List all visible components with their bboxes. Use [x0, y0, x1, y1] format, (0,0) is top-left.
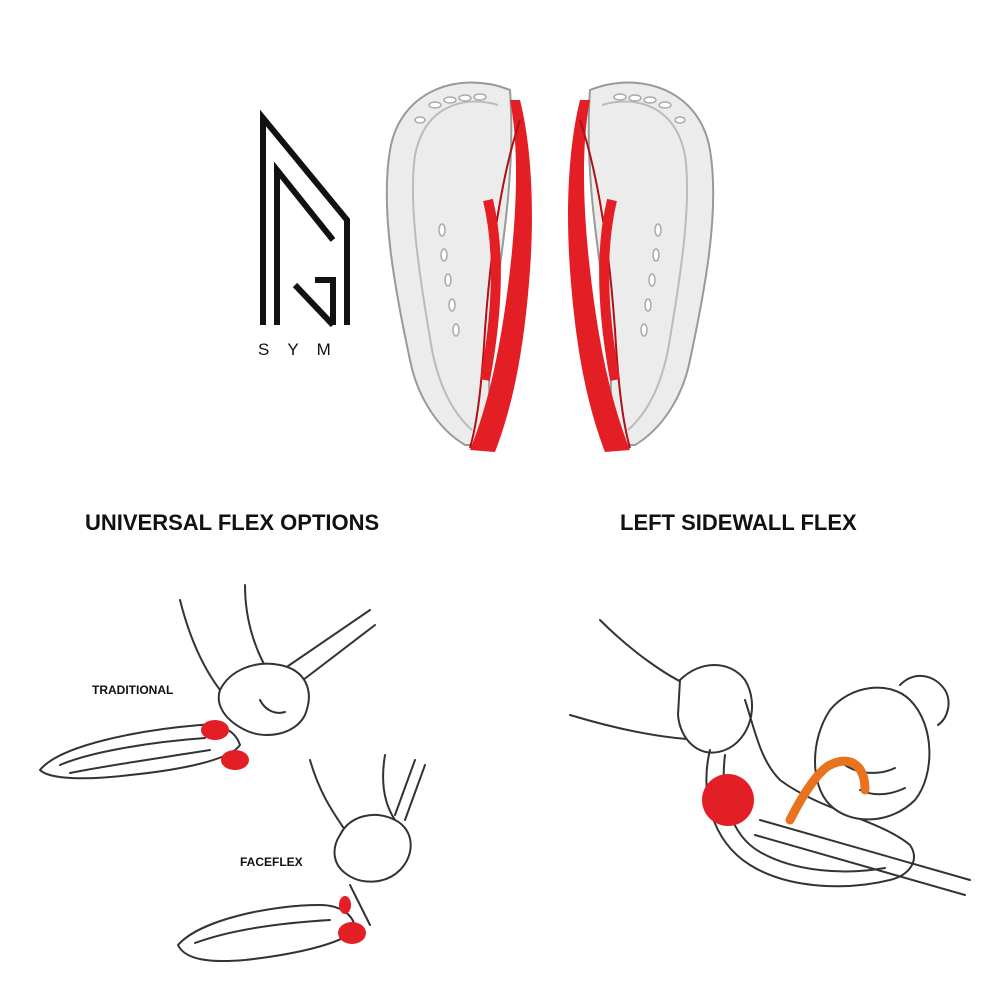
left-head-shape [385, 81, 532, 452]
faceflex-illustration [170, 754, 470, 975]
right-head-shape [568, 81, 715, 452]
faceflex-flex-point [338, 922, 366, 944]
label-faceflex: FACEFLEX [240, 855, 303, 869]
traditional-flex-illustration [30, 580, 420, 800]
logo-text: SYM [258, 340, 349, 359]
lacrosse-heads-illustration [370, 60, 730, 460]
label-traditional: TRADITIONAL [92, 683, 174, 697]
faceflex-flex-point-upper [339, 896, 351, 914]
left-sidewall-flex-arc [785, 756, 870, 825]
traditional-flex-points [201, 720, 249, 770]
sym-logo-icon [255, 109, 355, 330]
left-sidewall-flex-illustration [560, 590, 980, 920]
left-sidewall-flex-point [702, 774, 754, 826]
heading-left-sidewall-flex: LEFT SIDEWALL FLEX [620, 510, 857, 535]
heading-universal-flex: UNIVERSAL FLEX OPTIONS [85, 510, 380, 535]
